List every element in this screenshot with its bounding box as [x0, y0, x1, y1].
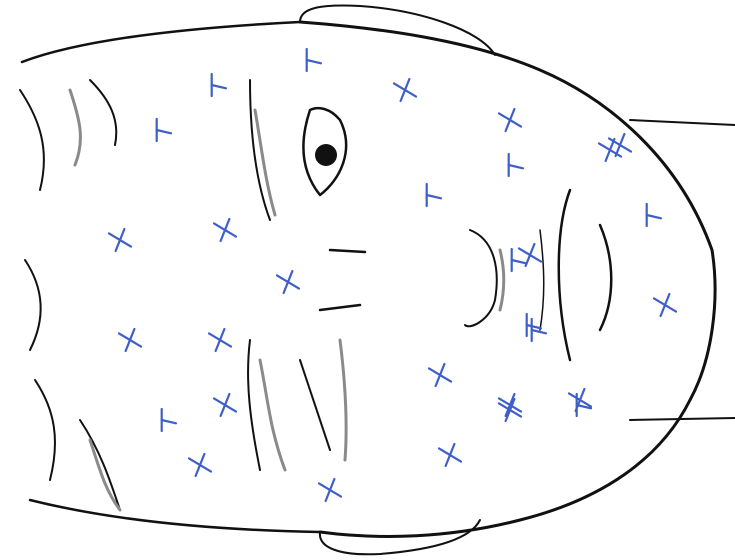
mark-stroke — [661, 294, 670, 316]
neck-line-top — [630, 120, 735, 125]
neck-line-bottom — [630, 418, 735, 420]
mark-stroke — [436, 364, 445, 386]
hair-stroke-4 — [80, 420, 120, 510]
injection-mark-t — [157, 119, 171, 141]
face-shading-group — [70, 90, 504, 510]
mouth-lower-lip — [600, 225, 611, 330]
injection-marks-group — [109, 49, 676, 501]
mark-stroke — [509, 165, 523, 168]
injection-mark-t — [532, 319, 546, 341]
mark-stroke — [196, 454, 205, 476]
injection-mark-t — [162, 409, 176, 431]
injection-mark-x — [214, 219, 236, 241]
injection-mark-x — [394, 79, 416, 101]
mouth-upper-lip — [559, 190, 570, 360]
eyebrow-top — [250, 80, 270, 220]
mark-stroke — [216, 329, 225, 351]
face-outline-group — [20, 6, 735, 555]
injection-mark-x — [319, 479, 341, 501]
mark-stroke — [512, 260, 526, 263]
shade-stroke — [255, 110, 275, 215]
mouth-line — [540, 230, 544, 330]
mark-stroke — [221, 219, 230, 241]
hair-stroke-1 — [20, 90, 44, 190]
mark-stroke — [116, 229, 125, 251]
shade-stroke — [340, 340, 346, 460]
mark-stroke — [616, 134, 625, 156]
shade-stroke — [70, 90, 80, 165]
injection-mark-t — [307, 49, 321, 71]
hair-stroke-3 — [35, 380, 55, 480]
injection-mark-t — [647, 204, 661, 226]
mark-stroke — [647, 215, 661, 218]
injection-mark-t — [212, 74, 226, 96]
mark-stroke — [157, 130, 171, 133]
nose-tip — [465, 230, 497, 326]
mark-stroke — [446, 444, 455, 466]
shade-stroke — [500, 250, 504, 310]
closed-eye — [300, 360, 330, 450]
injection-mark-x — [654, 294, 676, 316]
mark-stroke — [401, 79, 410, 101]
mark-stroke — [126, 329, 135, 351]
injection-mark-x — [119, 329, 141, 351]
mark-stroke — [162, 420, 176, 423]
forehead-line-1 — [22, 22, 300, 62]
injection-mark-t — [427, 184, 441, 206]
injection-mark-x — [499, 109, 521, 131]
injection-mark-x — [189, 454, 211, 476]
eye-pupil — [315, 144, 337, 166]
hair-stroke-2 — [25, 260, 41, 350]
injection-mark-x — [109, 229, 131, 251]
injection-mark-x — [439, 444, 461, 466]
injection-mark-x — [277, 271, 299, 293]
eyebrow-bottom — [248, 340, 260, 470]
mark-stroke — [221, 394, 230, 416]
nose-bridge — [330, 250, 365, 252]
ear-top — [300, 6, 495, 55]
mark-stroke — [606, 139, 615, 161]
mark-stroke — [506, 109, 515, 131]
head-contour-top — [300, 22, 715, 536]
mark-stroke — [307, 60, 321, 63]
shade-stroke — [260, 360, 285, 470]
mark-stroke — [527, 325, 541, 328]
mark-stroke — [532, 330, 546, 333]
mark-stroke — [284, 271, 293, 293]
mark-stroke — [326, 479, 335, 501]
injection-mark-x — [214, 394, 236, 416]
mark-stroke — [427, 195, 441, 198]
injection-mark-t — [509, 154, 523, 176]
nose-bottom — [320, 305, 360, 310]
forehead-line-2 — [30, 500, 320, 532]
mark-stroke — [212, 85, 226, 88]
injection-mark-x — [429, 364, 451, 386]
injection-mark-x — [209, 329, 231, 351]
hair-stroke-5 — [90, 80, 116, 145]
